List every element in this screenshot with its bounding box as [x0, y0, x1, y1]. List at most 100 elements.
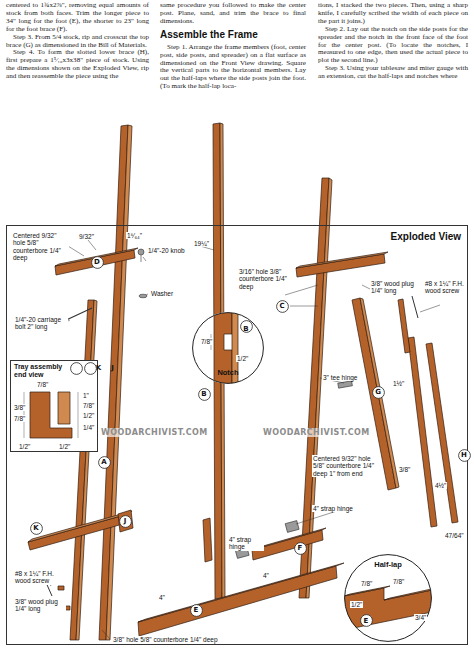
callout-letter: C: [276, 303, 289, 310]
tray-inset-art: [10, 360, 98, 452]
dimension-label: 3/8": [398, 466, 411, 473]
leader-line: [143, 257, 146, 261]
dimension-label: 7/8": [392, 578, 405, 585]
body-paragraph: centered to 1¾x2⅞", removing equal amoun…: [6, 2, 149, 34]
dimension-label: 4": [158, 594, 166, 601]
callout-letter: J: [84, 365, 142, 372]
callout-outline: [294, 542, 306, 554]
callout-letter: E: [190, 607, 203, 614]
dimension-label: 3/8" wood plug 1/4" long: [14, 598, 66, 613]
callout-outline: [360, 614, 372, 626]
inset-outline: [193, 313, 264, 384]
hardware: [412, 296, 418, 318]
wood-part: [296, 252, 388, 268]
inset-title: Notch: [192, 369, 264, 377]
dimension-label: 3/4": [414, 614, 427, 621]
callout-outline: [198, 388, 210, 400]
dimension-label: 1/2": [18, 443, 31, 450]
dimension-label: #8 x 1¼" F.H. wood screw: [14, 570, 68, 585]
wood-part: [118, 510, 133, 532]
hardware: [141, 255, 142, 262]
callout-circle: H: [458, 449, 471, 462]
inset-title: Half-lap: [344, 561, 432, 569]
callout-circle: D: [91, 256, 104, 269]
wood-part: [28, 514, 130, 550]
text-column: centered to 1¾x2⅞", removing equal amoun…: [6, 2, 149, 81]
dimension-label: 1½": [392, 380, 405, 387]
callout-circle: K: [30, 522, 43, 535]
dimension-label: 1/2": [58, 443, 71, 450]
callout-letter: D: [91, 259, 104, 266]
callout-outline: [190, 604, 202, 616]
dimension-label: Washer: [150, 290, 174, 297]
dimension-label: 7/8": [200, 338, 213, 345]
callout-letter: G: [372, 389, 385, 396]
half-lap-inset-art: [344, 588, 432, 630]
dimension-label: 7/8": [360, 580, 373, 587]
callout-circle: J: [84, 362, 97, 375]
leader-line: [420, 305, 440, 312]
dimension-label: Centered 9/32" hole 5/8" counterbore 1/4…: [12, 232, 69, 261]
dimension-label: 1/2": [350, 601, 363, 608]
dimension-label: 3/8": [13, 404, 26, 411]
notch-inset-art: [214, 300, 232, 400]
notch-inset-art: [192, 300, 264, 400]
callout-letter: E: [360, 617, 373, 624]
callout-circle: B: [198, 388, 211, 401]
callout-outline: [84, 362, 97, 375]
inset-title: Tray assembly end view: [14, 363, 72, 378]
callout-letter: B: [198, 391, 211, 398]
notch-inset-art: [232, 300, 238, 400]
callout-letter: J: [119, 518, 132, 525]
callout-outline: [372, 386, 384, 398]
half-lap-inset-art: [344, 554, 432, 642]
half-lap-inset-art: [384, 588, 436, 600]
callout-circle: B: [240, 320, 253, 333]
dimension-label: 7/8": [36, 381, 49, 388]
tray-inset-art: [30, 392, 72, 438]
wood-part: [76, 300, 97, 640]
callout-outline: [98, 456, 110, 468]
leader-line: [146, 294, 148, 295]
section-heading: Assemble the Frame: [160, 29, 306, 41]
dimension-label: Centered 9/32" hole 5/8" counterbore 1/4…: [312, 455, 376, 477]
callout-outline: [119, 515, 131, 527]
callout-letter: K: [30, 525, 43, 532]
wood-part: [106, 125, 132, 640]
callout-outline: [276, 300, 288, 312]
tray-inset-art: [78, 392, 79, 438]
callout-outline: [91, 256, 103, 268]
callout-circle: A: [98, 456, 111, 469]
callout-outline: [458, 449, 470, 461]
half-lap-inset-circle: E Half-lap: [344, 554, 432, 642]
wood-part: [203, 518, 212, 562]
body-paragraph: same procedure you followed to make the …: [160, 2, 306, 26]
leader-line: [68, 246, 84, 256]
watermark: WOODARCHIVIST.COM: [262, 428, 371, 437]
callout-outline: [240, 320, 252, 332]
dimension-label: 47/64": [444, 532, 465, 539]
tray-inset-art: [58, 392, 70, 424]
body-paragraph: Step 4. To form the slotted lower brace …: [6, 49, 149, 81]
dimension-label: 9/32": [78, 233, 95, 240]
callout-circle: F: [294, 542, 307, 555]
body-paragraph: tions, I stacked the two pieces. Then, u…: [318, 2, 468, 26]
dimension-label: 19¼": [193, 240, 210, 247]
wood-part: [28, 511, 132, 542]
half-lap-inset-art: [344, 586, 390, 596]
body-paragraph: Step 2. Lay out the notch on the side po…: [318, 26, 468, 66]
body-paragraph: Step 1. Arrange the frame members (foot,…: [160, 44, 306, 91]
half-lap-inset-art: [344, 554, 436, 642]
dimension-label: 3/8" hole 5/8" counterbore 1/4" deep: [112, 636, 219, 643]
callout-outline: [70, 362, 82, 374]
text-column: tions, I stacked the two pieces. Then, u…: [318, 2, 468, 81]
text-column: same procedure you followed to make the …: [160, 2, 306, 91]
leader-line: [102, 630, 110, 639]
wood-part: [138, 563, 344, 622]
leader-line: [88, 240, 96, 250]
callout-circle: C: [276, 300, 289, 313]
hardware: [139, 294, 147, 298]
tray-inset-art: [10, 360, 98, 452]
